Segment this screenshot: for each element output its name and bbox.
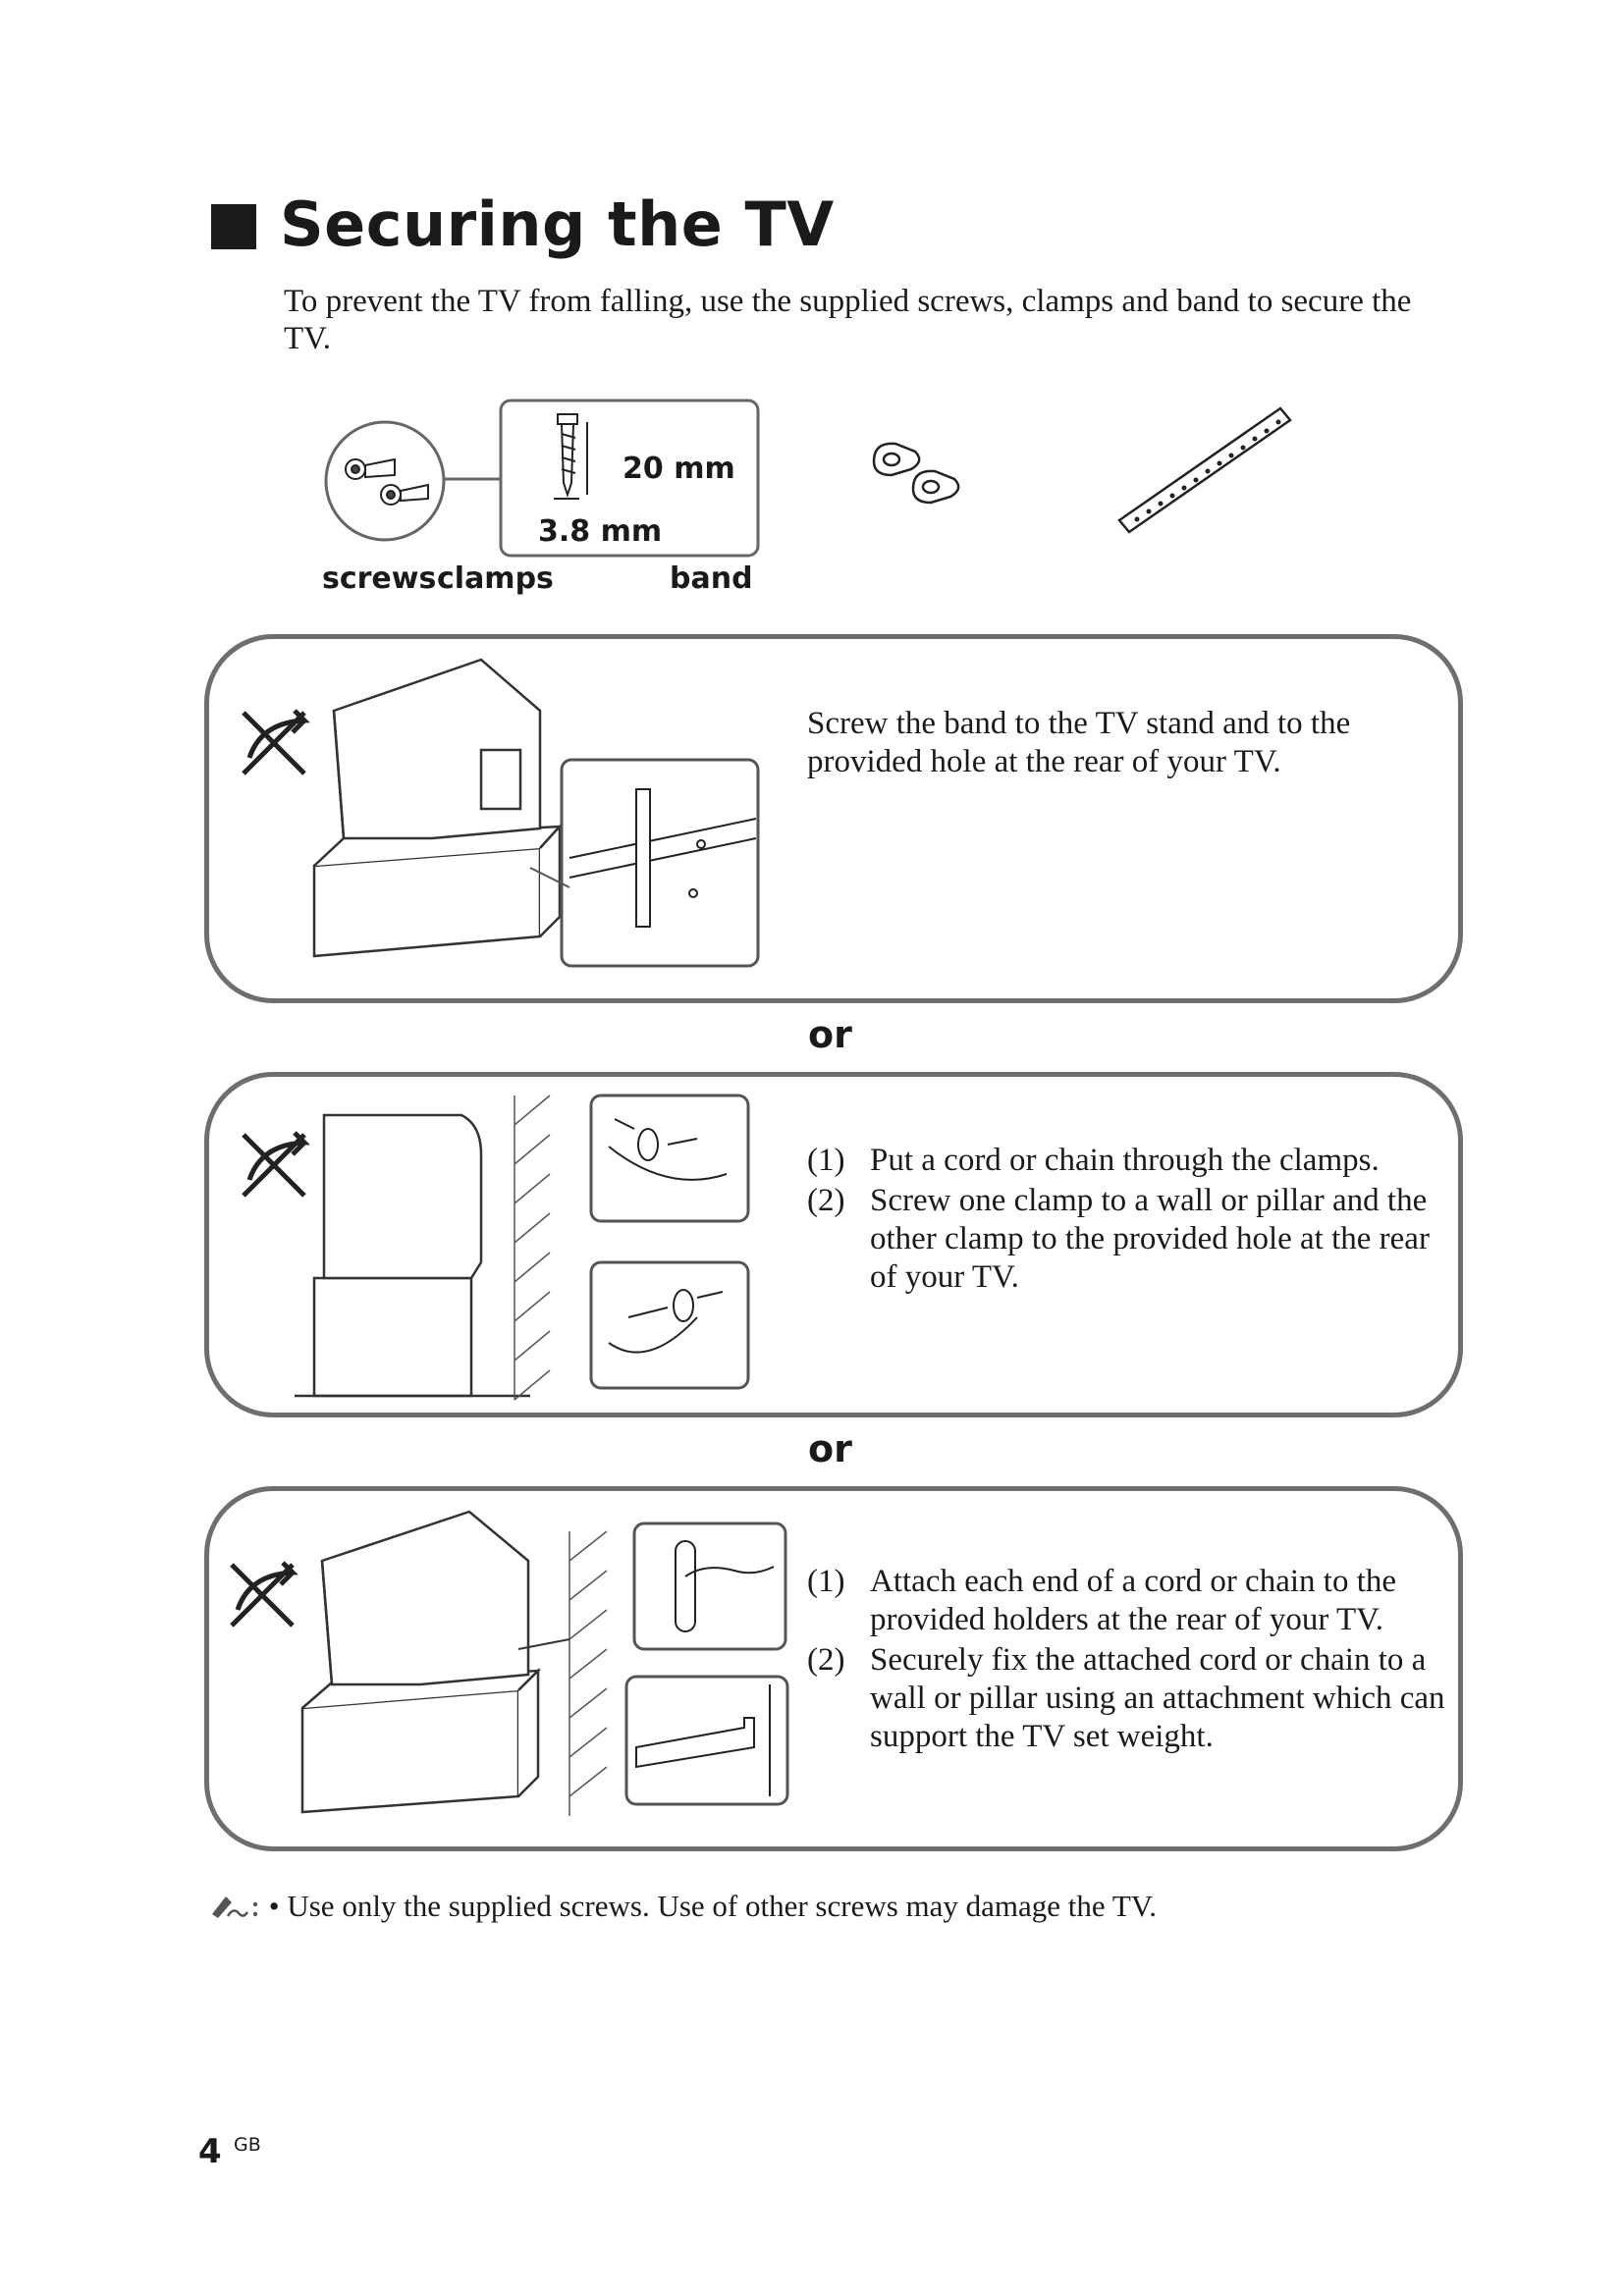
no-tipping-icon — [244, 711, 304, 774]
screw-detail-icon — [558, 414, 577, 495]
note-pencil-icon — [208, 1891, 261, 1920]
wall-hatch — [514, 1095, 550, 1400]
tv-on-stand-icon — [314, 660, 560, 956]
band-icon — [1119, 408, 1290, 532]
note-line: • Use only the supplied screws. Use of o… — [208, 1889, 1157, 1924]
parts-label-clamps: clamps — [437, 561, 554, 596]
parts-label-band: band — [670, 561, 753, 596]
page-number: 4 — [198, 2132, 222, 2171]
parts-label-screws: screws — [322, 561, 436, 596]
no-tipping-icon — [244, 1133, 304, 1196]
method2-illustration — [236, 1086, 766, 1410]
or-separator-1: or — [808, 1013, 852, 1056]
screw-diameter-label: 3.8 mm — [538, 514, 662, 549]
step-number: (1) — [807, 1563, 844, 1601]
screw-icon — [346, 459, 428, 505]
title-bullet-square — [211, 204, 256, 249]
method1-illustration — [236, 652, 785, 986]
method2-steps: (1) Put a cord or chain through the clam… — [807, 1142, 1455, 1299]
or-separator-2: or — [808, 1427, 852, 1470]
method3-step-2: (2) Securely fix the attached cord or ch… — [807, 1641, 1455, 1756]
method3-illustration — [224, 1502, 793, 1836]
clamp-detail-box-bottom — [591, 1262, 748, 1388]
intro-paragraph: To prevent the TV from falling, use the … — [284, 283, 1462, 357]
step-number: (2) — [807, 1182, 844, 1220]
clamp-detail-box-top — [591, 1095, 748, 1221]
no-tipping-icon — [232, 1563, 293, 1626]
tv-against-wall-icon — [295, 1115, 530, 1396]
method3-step-1: (1) Attach each end of a cord or chain t… — [807, 1563, 1455, 1639]
step-text: Screw one clamp to a wall or pillar and … — [870, 1183, 1430, 1295]
holder-detail-box-bottom — [626, 1677, 787, 1804]
method2-step-1: (1) Put a cord or chain through the clam… — [807, 1142, 1455, 1180]
method2-step-2: (2) Screw one clamp to a wall or pillar … — [807, 1182, 1455, 1297]
method3-steps: (1) Attach each end of a cord or chain t… — [807, 1563, 1455, 1758]
screws-magnifier-circle — [326, 422, 444, 540]
step-number: (2) — [807, 1641, 844, 1680]
tv-on-stand-icon — [302, 1512, 538, 1812]
step-text: Securely fix the attached cord or chain … — [870, 1642, 1445, 1754]
band-detail-box — [562, 760, 758, 966]
method1-text: Screw the band to the TV stand and to th… — [807, 705, 1435, 781]
step-number: (1) — [807, 1142, 844, 1180]
page-title: Securing the TV — [280, 188, 835, 260]
clamp-icon — [874, 444, 958, 503]
note-text: • Use only the supplied screws. Use of o… — [269, 1889, 1157, 1923]
page-region-code: GB — [234, 2134, 261, 2156]
holder-detail-box-top — [634, 1523, 785, 1649]
step-text: Put a cord or chain through the clamps. — [870, 1143, 1380, 1178]
wall-hatch — [569, 1531, 607, 1816]
step-text: Attach each end of a cord or chain to th… — [870, 1564, 1396, 1637]
screw-length-label: 20 mm — [623, 452, 735, 486]
band-illustration — [1110, 402, 1306, 540]
clamps-illustration — [864, 432, 1001, 530]
